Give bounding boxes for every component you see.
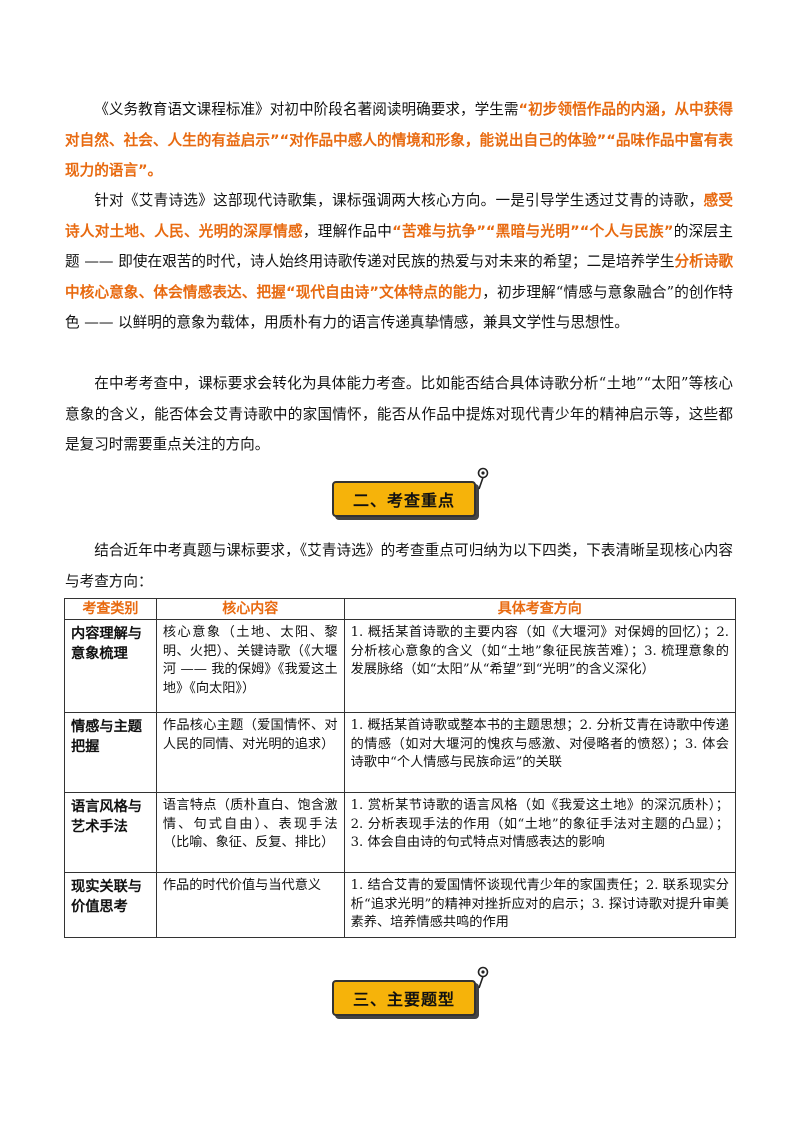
core-content-cell: 作品的时代价值与当代意义: [155, 872, 345, 938]
paragraph-core-directions: 针对《艾青诗选》这部现代诗歌集，课标强调两大核心方向。一是引导学生透过艾青的诗歌…: [65, 186, 733, 339]
section-banner-2: 二、考查重点: [332, 467, 489, 517]
section-title: 三、主要题型: [332, 980, 476, 1016]
table-row: 情感与主题把握 作品核心主题（爱国情怀、对人民的同情、对光明的追求） 1. 概括…: [64, 712, 737, 793]
direction-cell: 1. 结合艾青的爱国情怀谈现代青少年的家国责任；2. 联系现实分析“追求光明”的…: [343, 872, 737, 938]
category-cell: 内容理解与意象梳理: [64, 619, 157, 713]
direction-cell: 1. 赏析某节诗歌的语言风格（如《我爱这土地》的深沉质朴）；2. 分析表现手法的…: [343, 792, 737, 873]
section-banner-3: 三、主要题型: [332, 966, 489, 1016]
paragraph-text: ，理解作品中: [302, 222, 393, 240]
highlighted-abilities: 分析诗歌中核心意象、体会情感表达、把握“现代自由诗”文体特点的能力: [65, 253, 733, 301]
highlighted-themes: “苦难与抗争”“黑暗与光明”“个人与民族”: [392, 222, 674, 240]
core-content-cell: 核心意象（土地、太阳、黎明、火把）、关键诗歌（《大堰河 —— 我的保姆》《我爱这…: [155, 619, 345, 713]
paragraph-curriculum-standard: 《义务教育语文课程标准》对初中阶段名著阅读明确要求，学生需“初步领悟作品的内涵，…: [65, 95, 733, 187]
exam-focus-table: 考查类别 核心内容 具体考查方向 内容理解与意象梳理 核心意象（土地、太阳、黎明…: [64, 598, 737, 938]
highlighted-requirements: “初步领悟作品的内涵，从中获得对自然、社会、人生的有益启示”“对作品中感人的情境…: [65, 101, 733, 179]
category-cell: 情感与主题把握: [64, 712, 157, 793]
direction-cell: 1. 概括某首诗歌的主要内容（如《大堰河》对保姆的回忆）；2. 分析核心意象的含…: [343, 619, 737, 713]
paragraph-text: 的深层主题 —— 即使在艰苦的时代，诗人始终用诗歌传递对民族的热爱与对未来的希望…: [65, 222, 733, 271]
table-row: 语言风格与艺术手法 语言特点（质朴直白、饱含激情、句式自由）、表现手法（比喻、象…: [64, 792, 737, 873]
paragraph-text: 《义务教育语文课程标准》对初中阶段名著阅读明确要求，学生需: [94, 101, 519, 118]
paragraph-exam-focus: 在中考考查中，课标要求会转化为具体能力考查。比如能否结合具体诗歌分析“土地”“太…: [65, 375, 733, 453]
header-category: 考查类别: [64, 598, 157, 620]
category-cell: 现实关联与价值思考: [64, 872, 157, 938]
pushpin-icon: [477, 966, 489, 989]
table-row: 现实关联与价值思考 作品的时代价值与当代意义 1. 结合艾青的爱国情怀谈现代青少…: [64, 872, 737, 938]
table-row: 内容理解与意象梳理 核心意象（土地、太阳、黎明、火把）、关键诗歌（《大堰河 ——…: [64, 619, 737, 713]
highlighted-emotion: 感受诗人对土地、人民、光明的深厚情感: [65, 192, 733, 240]
core-content-cell: 作品核心主题（爱国情怀、对人民的同情、对光明的追求）: [155, 712, 345, 793]
pushpin-icon: [477, 467, 489, 490]
paragraph-text: 针对《艾青诗选》这部现代诗歌集，课标强调两大核心方向。一是引导学生透过艾青的诗歌…: [94, 192, 704, 209]
core-content-cell: 语言特点（质朴直白、饱含激情、句式自由）、表现手法（比喻、象征、反复、排比）: [155, 792, 345, 873]
header-core-content: 核心内容: [155, 598, 345, 620]
table-header-row: 考查类别 核心内容 具体考查方向: [64, 598, 737, 620]
paragraph-text: ，初步理解“情感与意象融合”的创作特色 —— 以鲜明的意象为载体，用质朴有力的语…: [65, 283, 733, 332]
table-intro: 结合近年中考真题与课标要求，《艾青诗选》的考查重点可归纳为以下四类，下表清晰呈现…: [65, 542, 733, 590]
section-title: 二、考查重点: [332, 481, 476, 517]
category-cell: 语言风格与艺术手法: [64, 792, 157, 873]
header-direction: 具体考查方向: [343, 598, 737, 620]
direction-cell: 1. 概括某首诗歌或整本书的主题思想；2. 分析艾青在诗歌中传递的情感（如对大堰…: [343, 712, 737, 793]
